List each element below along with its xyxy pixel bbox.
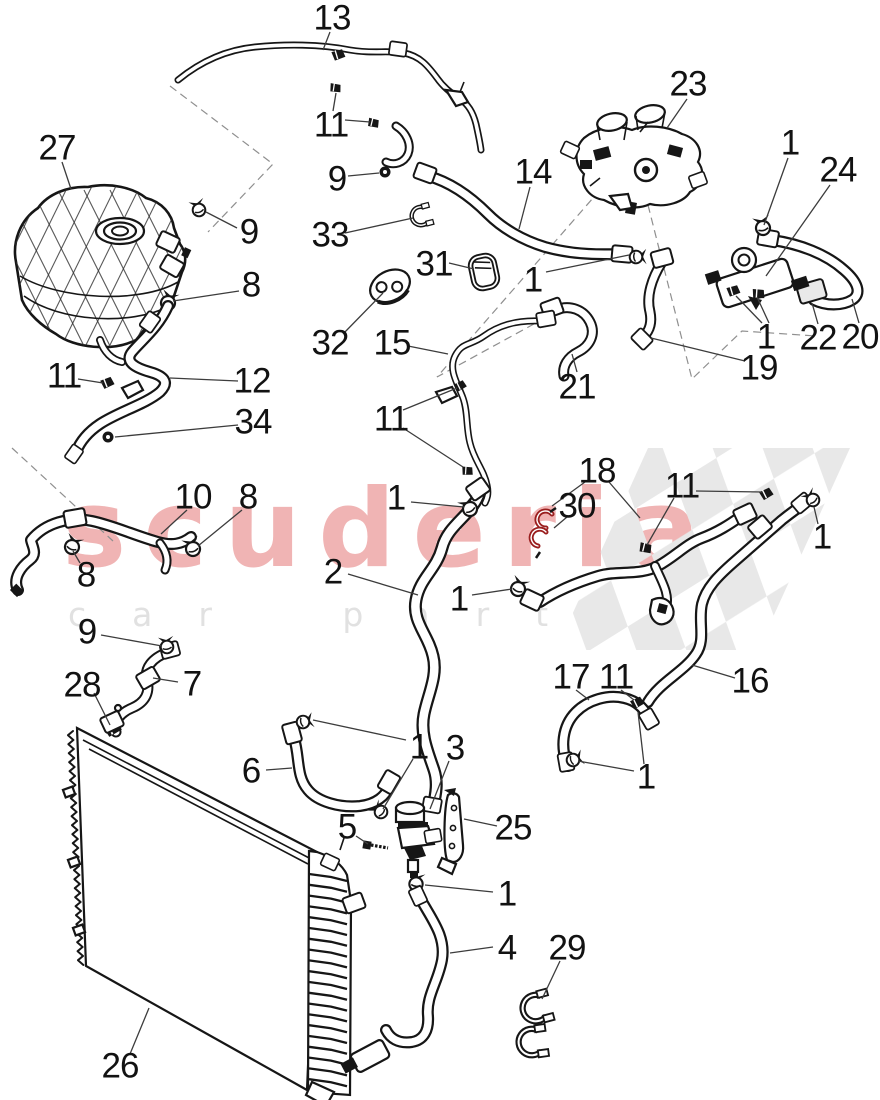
part-label-29[interactable]: 29	[548, 928, 587, 968]
part-26-radiator	[61, 703, 368, 1100]
part-label-8[interactable]: 8	[241, 265, 261, 305]
part-label-11[interactable]: 11	[313, 105, 349, 145]
part-label-1[interactable]: 1	[409, 727, 429, 767]
part-label-1[interactable]: 1	[812, 517, 832, 557]
part-label-27[interactable]: 27	[38, 128, 77, 168]
part-label-30[interactable]: 30	[558, 486, 597, 526]
part-18-hose-assembly	[506, 486, 775, 626]
part-2-hose	[408, 475, 492, 815]
part-label-11[interactable]: 11	[46, 356, 82, 396]
part-label-12[interactable]: 12	[233, 361, 272, 401]
part-31-grommet	[467, 252, 501, 292]
part-25-bracket	[436, 788, 465, 876]
part-27-expansion-tank	[13, 183, 210, 366]
part-label-10[interactable]: 10	[174, 477, 213, 517]
part-label-1[interactable]: 1	[756, 317, 776, 357]
part-label-8[interactable]: 8	[76, 555, 96, 595]
part-label-23[interactable]: 23	[669, 64, 708, 104]
part-label-19[interactable]: 19	[740, 348, 779, 388]
part-label-2[interactable]: 2	[323, 552, 343, 592]
part-16-hose	[642, 485, 825, 708]
part-label-25[interactable]: 25	[494, 808, 533, 848]
part-17-hose	[556, 690, 661, 774]
part-label-9[interactable]: 9	[239, 212, 259, 252]
part-label-24[interactable]: 24	[819, 150, 858, 190]
part-label-26[interactable]: 26	[101, 1046, 140, 1086]
part-label-5[interactable]: 5	[337, 807, 357, 847]
part-label-3[interactable]: 3	[445, 728, 465, 768]
part-19-hose	[629, 246, 675, 352]
part-label-1[interactable]: 1	[449, 579, 469, 619]
part-label-32[interactable]: 32	[311, 323, 350, 363]
part-12-hose	[63, 300, 174, 466]
part-14-hose	[411, 161, 649, 267]
leader-lines	[61, 31, 860, 1055]
part-label-11[interactable]: 11	[598, 657, 634, 697]
part-label-8[interactable]: 8	[238, 477, 258, 517]
part-label-6[interactable]: 6	[241, 751, 261, 791]
part-label-11[interactable]: 11	[373, 399, 409, 439]
part-20-hose	[751, 212, 864, 311]
part-label-1[interactable]: 1	[386, 478, 406, 518]
part-6-hose	[280, 711, 402, 823]
part-label-13[interactable]: 13	[313, 0, 352, 38]
part-label-20[interactable]: 20	[841, 317, 880, 357]
part-label-28[interactable]: 28	[63, 665, 102, 705]
part-label-7[interactable]: 7	[182, 664, 202, 704]
part-label-14[interactable]: 14	[514, 152, 553, 192]
part-label-1[interactable]: 1	[497, 874, 517, 914]
part-label-15[interactable]: 15	[373, 323, 412, 363]
part-4-hose	[340, 884, 449, 1074]
part-label-11[interactable]: 11	[664, 466, 700, 506]
part-label-1[interactable]: 1	[780, 123, 800, 163]
part-label-9[interactable]: 9	[77, 612, 97, 652]
part-label-9[interactable]: 9	[327, 159, 347, 199]
part-label-4[interactable]: 4	[497, 928, 517, 968]
part-label-16[interactable]: 16	[731, 661, 770, 701]
part-23-valve-assembly	[559, 104, 709, 215]
part-30-retaining-clip-highlighted	[528, 506, 557, 559]
part-32-bracket	[369, 268, 411, 305]
watermark-checker-flag	[556, 448, 850, 650]
part-5-bolt	[362, 840, 389, 850]
part-3-bleeder-assembly	[394, 800, 443, 893]
part-label-33[interactable]: 33	[311, 215, 350, 255]
part-label-17[interactable]: 17	[552, 657, 591, 697]
part-24-aux-pump	[704, 246, 810, 310]
part-label-1[interactable]: 1	[523, 260, 543, 300]
part-label-21[interactable]: 21	[558, 367, 597, 407]
part-21-hose	[538, 296, 598, 382]
part-label-18[interactable]: 18	[578, 451, 617, 491]
part-label-34[interactable]: 34	[234, 402, 273, 442]
part-label-22[interactable]: 22	[799, 318, 838, 358]
part-13-vent-pipe	[174, 40, 485, 178]
part-label-31[interactable]: 31	[415, 244, 454, 284]
part-label-1[interactable]: 1	[636, 757, 656, 797]
part-10-hose	[9, 506, 205, 598]
